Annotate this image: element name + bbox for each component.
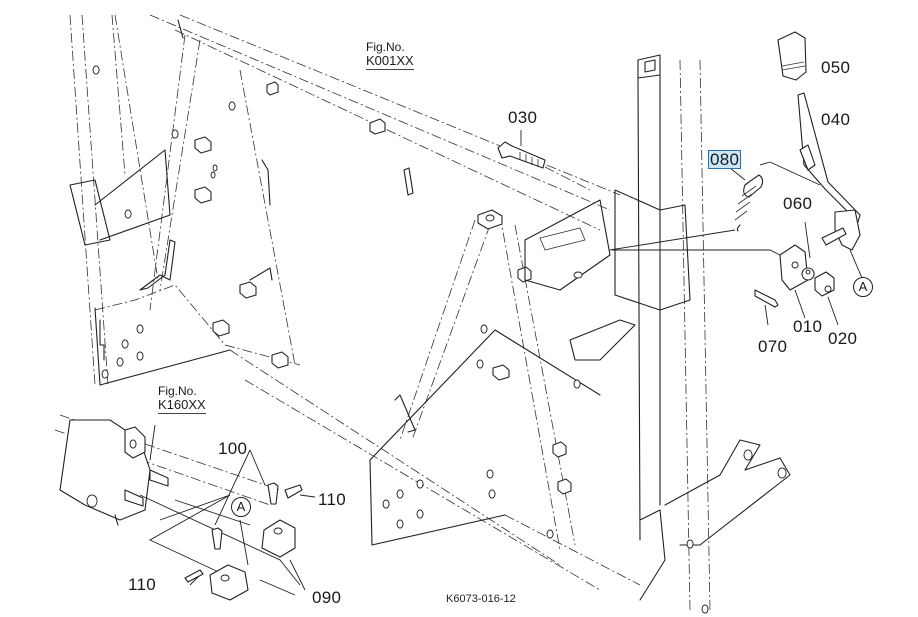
center-frame bbox=[229, 209, 641, 591]
part-label-060[interactable]: 060 bbox=[783, 194, 813, 213]
figure-ref-k001xx[interactable]: Fig.No. K001XX bbox=[366, 40, 414, 70]
figure-ref-prefix: Fig.No. bbox=[366, 40, 405, 54]
spring-080 bbox=[609, 161, 821, 251]
part-label-080-selected[interactable]: 080 bbox=[707, 150, 742, 169]
figure-ref-k160xx[interactable]: Fig.No. K160XX bbox=[158, 384, 206, 414]
left-side-plate bbox=[92, 34, 414, 386]
part-label-030[interactable]: 030 bbox=[508, 108, 538, 127]
lever-040-050 bbox=[777, 31, 861, 251]
part-label-090[interactable]: 090 bbox=[312, 588, 342, 607]
figure-ref-code[interactable]: K001XX bbox=[366, 53, 414, 70]
bracket-assembly bbox=[612, 221, 863, 326]
part-label-040[interactable]: 040 bbox=[821, 110, 851, 129]
document-id: K6073-016-12 bbox=[446, 593, 516, 605]
part-label-110-upper[interactable]: 110 bbox=[318, 490, 347, 509]
part-label-070[interactable]: 070 bbox=[758, 337, 788, 356]
valve-body bbox=[54, 414, 281, 526]
bolt-030 bbox=[497, 130, 591, 191]
top-crossbar bbox=[149, 14, 621, 231]
right-upright bbox=[524, 54, 791, 614]
part-label-110-lower[interactable]: 110 bbox=[128, 575, 157, 594]
part-label-050[interactable]: 050 bbox=[821, 58, 851, 77]
left-frame-rails bbox=[69, 14, 171, 386]
lower-linkage bbox=[139, 449, 316, 601]
figure-ref-prefix: Fig.No. bbox=[158, 384, 197, 398]
part-label-100[interactable]: 100 bbox=[218, 439, 248, 458]
part-label-010[interactable]: 010 bbox=[793, 317, 823, 336]
figure-ref-code[interactable]: K160XX bbox=[158, 397, 206, 414]
callout-a-lever: A bbox=[853, 277, 873, 297]
part-label-020[interactable]: 020 bbox=[828, 329, 858, 348]
callout-a-linkage: A bbox=[231, 497, 251, 517]
